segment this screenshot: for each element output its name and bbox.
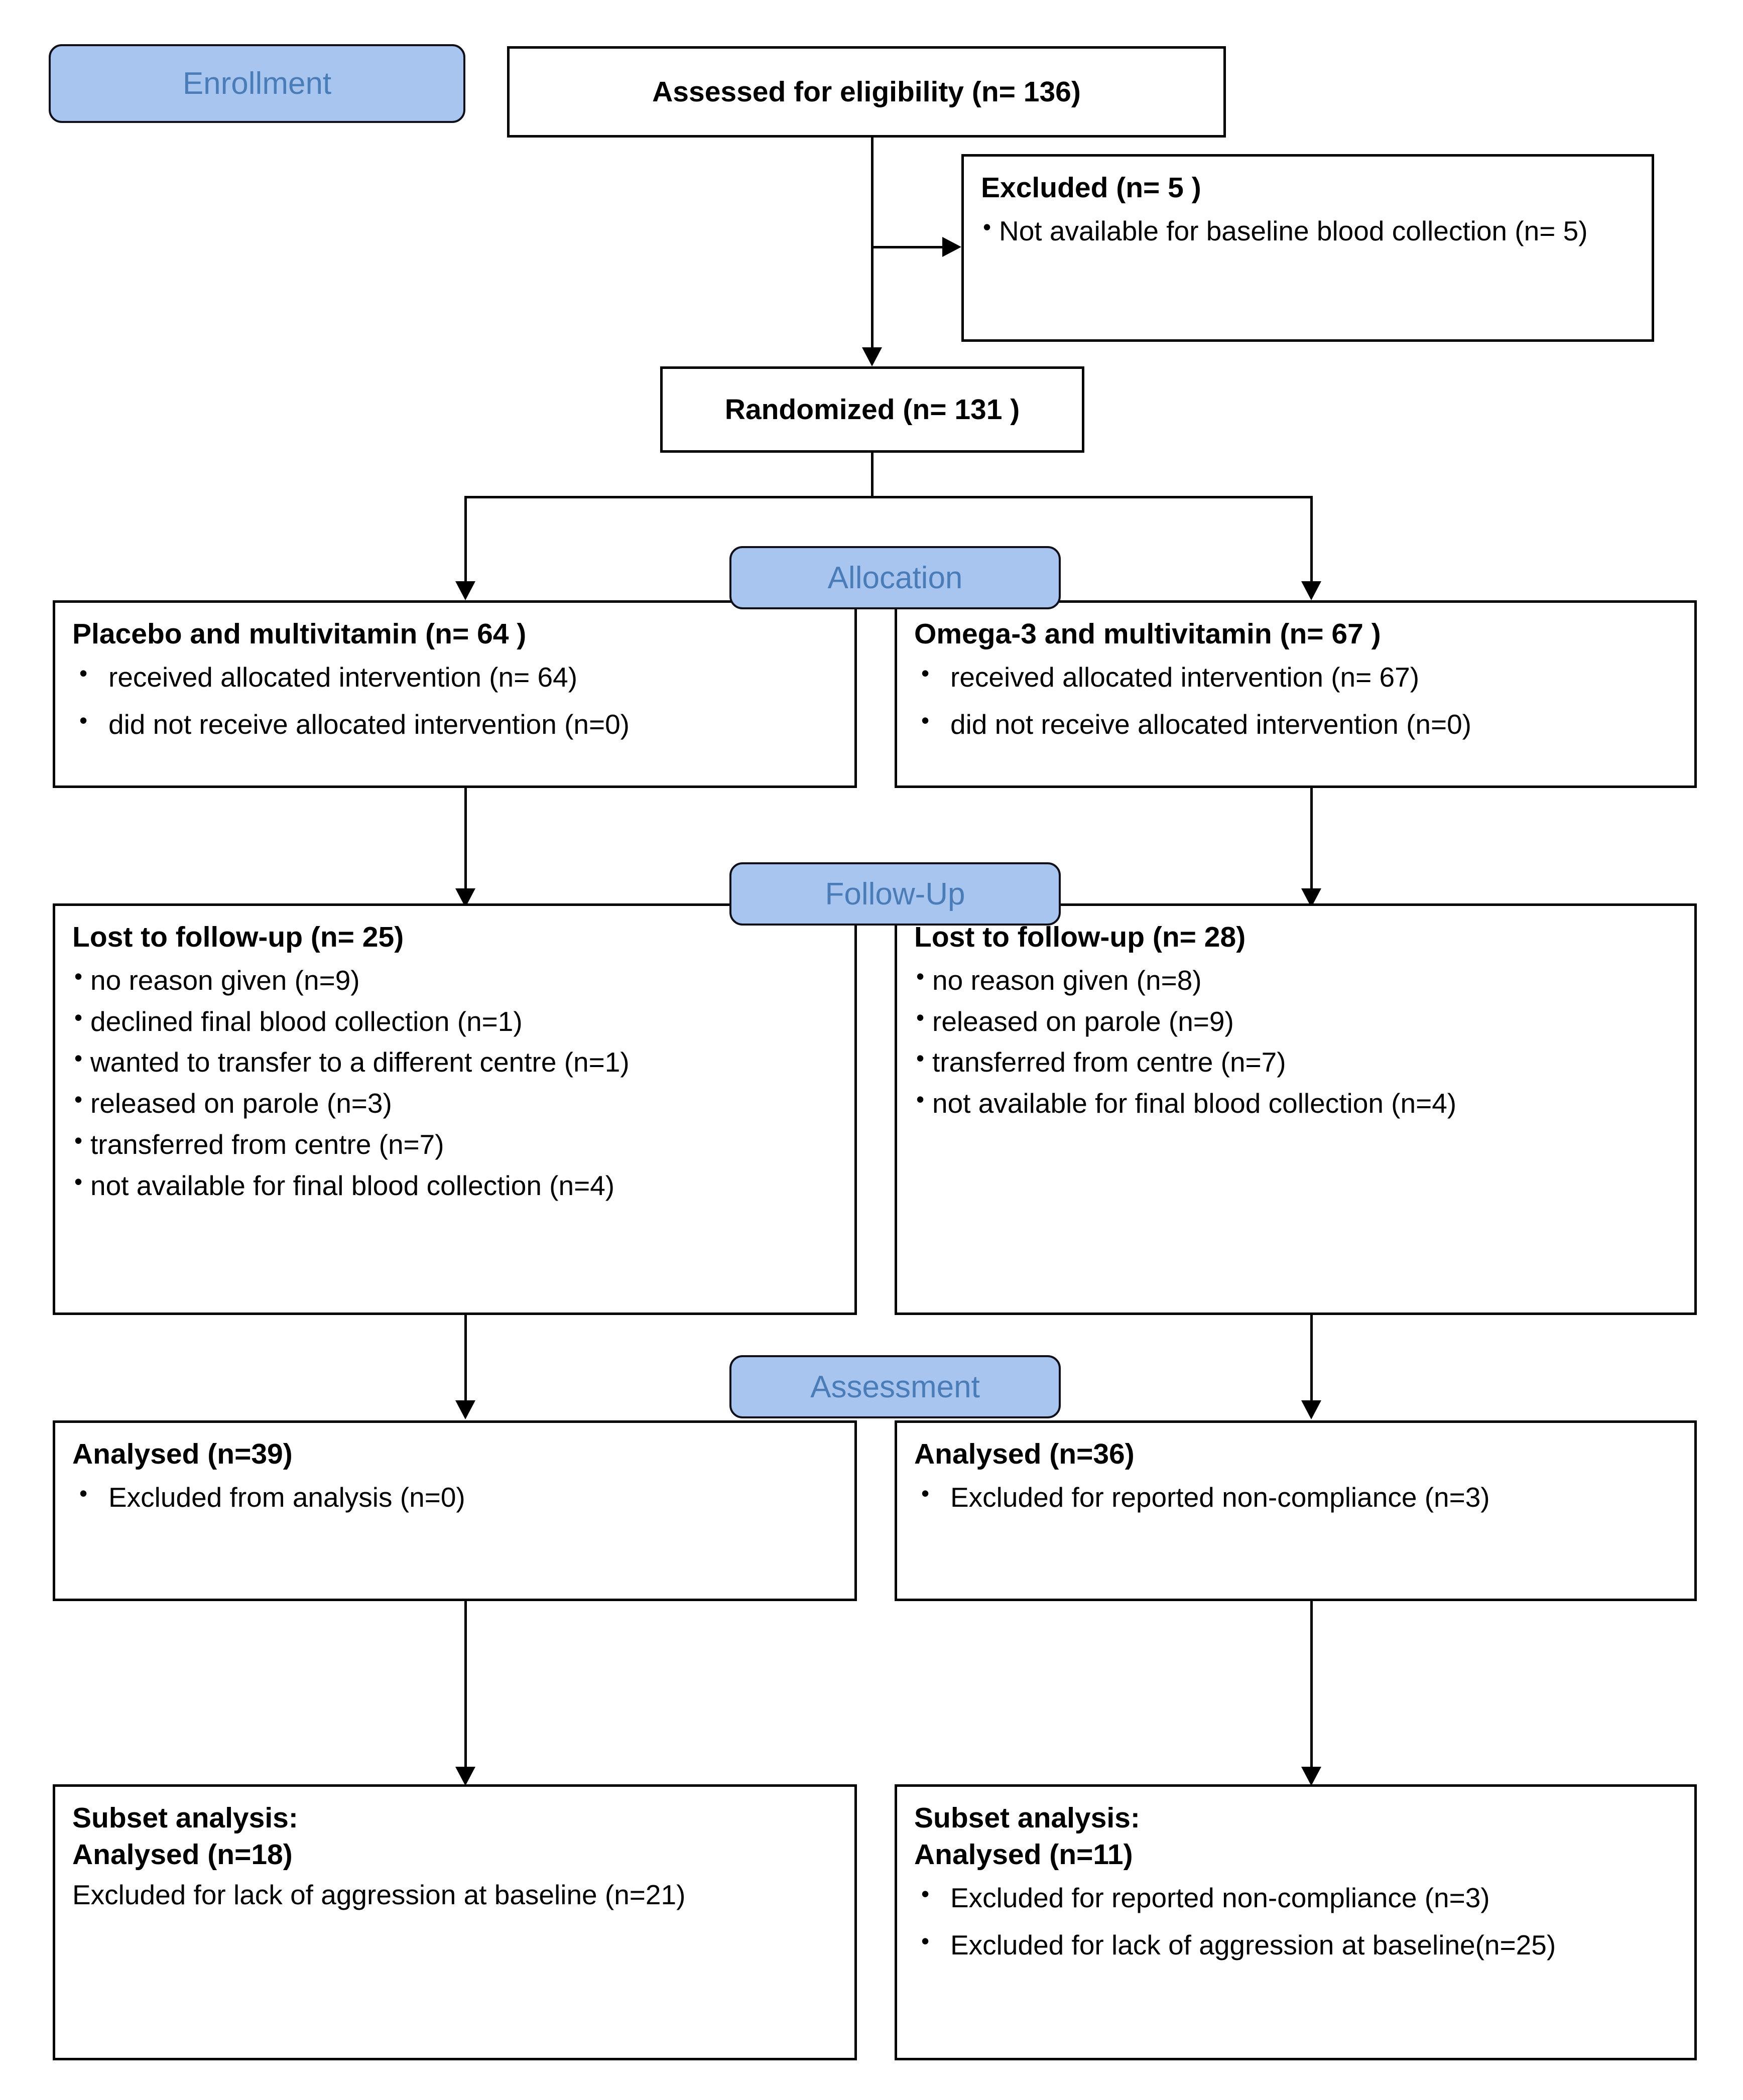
randomized-title: Randomized (n= 131 ) (724, 393, 1020, 426)
subset-right-list: Excluded for reported non-compliance (n=… (914, 1877, 1679, 1965)
followup-left-list: no reason given (n=9) declined final blo… (72, 960, 839, 1206)
alloc-left-title: Placebo and multivitamin (n= 64 ) (72, 618, 527, 650)
node-analysed-placebo: Analysed (n=39) Excluded from analysis (… (53, 1420, 857, 1601)
list-item: released on parole (n=3) (72, 1083, 839, 1124)
excluded-reason-list: Not available for baseline blood collect… (981, 210, 1637, 251)
stage-label-allocation-text: Allocation (827, 560, 963, 595)
connector-followup-left-to-analysed (464, 1315, 467, 1400)
arrowhead-analysed-left (455, 1400, 475, 1419)
assessed-title: Assessed for eligibility (n= 136) (652, 75, 1081, 108)
list-item: wanted to transfer to a different centre… (72, 1041, 839, 1083)
connector-followup-right-to-analysed (1310, 1315, 1313, 1400)
node-subset-placebo: Subset analysis: Analysed (n=18) Exclude… (53, 1784, 857, 2060)
node-assessed-for-eligibility: Assessed for eligibility (n= 136) (507, 46, 1226, 138)
stage-label-assessment-text: Assessment (810, 1369, 980, 1404)
arrowhead-subset-left (455, 1767, 475, 1786)
arrowhead-alloc-right (1301, 581, 1321, 600)
followup-right-title: Lost to follow-up (n= 28) (914, 921, 1246, 953)
analysed-right-list: Excluded for reported non-compliance (n=… (914, 1477, 1679, 1518)
node-allocation-omega3: Omega-3 and multivitamin (n= 67 ) receiv… (895, 600, 1697, 788)
node-excluded: Excluded (n= 5 ) Not available for basel… (961, 154, 1654, 342)
arrowhead-to-randomized (862, 347, 882, 366)
stage-label-followup-text: Follow-Up (825, 876, 965, 911)
connector-split-right (1310, 496, 1313, 581)
node-subset-omega3: Subset analysis: Analysed (n=11) Exclude… (895, 1784, 1697, 2060)
subset-right-title-line1: Subset analysis: (914, 1802, 1140, 1834)
list-item: Excluded from analysis (n=0) (72, 1477, 839, 1518)
connector-assessed-to-randomized (871, 137, 874, 347)
list-item: transferred from centre (n=7) (914, 1041, 1679, 1083)
connector-analysed-right-to-subset (1310, 1601, 1313, 1767)
followup-right-list: no reason given (n=8) released on parole… (914, 960, 1679, 1124)
list-item: not available for final blood collection… (914, 1083, 1679, 1124)
alloc-left-list: received allocated intervention (n= 64) … (72, 657, 839, 745)
list-item: did not receive allocated intervention (… (914, 704, 1679, 745)
arrowhead-alloc-left (455, 581, 475, 600)
alloc-right-list: received allocated intervention (n= 67) … (914, 657, 1679, 745)
list-item: received allocated intervention (n= 67) (914, 657, 1679, 698)
stage-label-allocation: Allocation (729, 546, 1061, 609)
followup-left-title: Lost to follow-up (n= 25) (72, 921, 404, 953)
arrowhead-subset-right (1301, 1767, 1321, 1786)
stage-label-enrollment-text: Enrollment (182, 66, 332, 101)
arrowhead-to-excluded (942, 237, 961, 257)
node-analysed-omega3: Analysed (n=36) Excluded for reported no… (895, 1420, 1697, 1601)
subset-left-body: Excluded for lack of aggression at basel… (72, 1879, 686, 1910)
list-item: not available for final blood collection… (72, 1165, 839, 1206)
list-item: no reason given (n=8) (914, 960, 1679, 1001)
connector-randomized-down (871, 452, 874, 496)
connector-analysed-left-to-subset (464, 1601, 467, 1767)
node-randomized: Randomized (n= 131 ) (660, 366, 1084, 453)
alloc-right-title: Omega-3 and multivitamin (n= 67 ) (914, 618, 1381, 650)
connector-split-left (464, 496, 467, 581)
subset-right-title-line2: Analysed (n=11) (914, 1838, 1133, 1871)
stage-label-assessment: Assessment (729, 1355, 1061, 1418)
list-item: received allocated intervention (n= 64) (72, 657, 839, 698)
node-followup-omega3: Lost to follow-up (n= 28) no reason give… (895, 903, 1697, 1315)
connector-assessed-to-excluded (871, 246, 942, 248)
subset-left-title-line1: Subset analysis: (72, 1802, 298, 1834)
list-item: Not available for baseline blood collect… (981, 210, 1637, 251)
list-item: declined final blood collection (n=1) (72, 1001, 839, 1042)
stage-label-enrollment: Enrollment (49, 44, 465, 123)
list-item: released on parole (n=9) (914, 1001, 1679, 1042)
excluded-title: Excluded (n= 5 ) (981, 172, 1201, 204)
analysed-right-title: Analysed (n=36) (914, 1438, 1135, 1470)
list-item: Excluded for reported non-compliance (n=… (914, 1477, 1679, 1518)
connector-split-bus (464, 496, 1313, 498)
stage-label-followup: Follow-Up (729, 862, 1061, 926)
analysed-left-list: Excluded from analysis (n=0) (72, 1477, 839, 1518)
list-item: transferred from centre (n=7) (72, 1124, 839, 1165)
node-followup-placebo: Lost to follow-up (n= 25) no reason give… (53, 903, 857, 1315)
analysed-left-title: Analysed (n=39) (72, 1438, 293, 1470)
arrowhead-analysed-right (1301, 1400, 1321, 1419)
list-item: Excluded for lack of aggression at basel… (914, 1924, 1679, 1965)
list-item: no reason given (n=9) (72, 960, 839, 1001)
list-item: did not receive allocated intervention (… (72, 704, 839, 745)
node-allocation-placebo: Placebo and multivitamin (n= 64 ) receiv… (53, 600, 857, 788)
connector-alloc-right-to-followup (1310, 788, 1313, 888)
connector-alloc-left-to-followup (464, 788, 467, 888)
subset-left-title-line2: Analysed (n=18) (72, 1838, 293, 1871)
list-item: Excluded for reported non-compliance (n=… (914, 1877, 1679, 1918)
